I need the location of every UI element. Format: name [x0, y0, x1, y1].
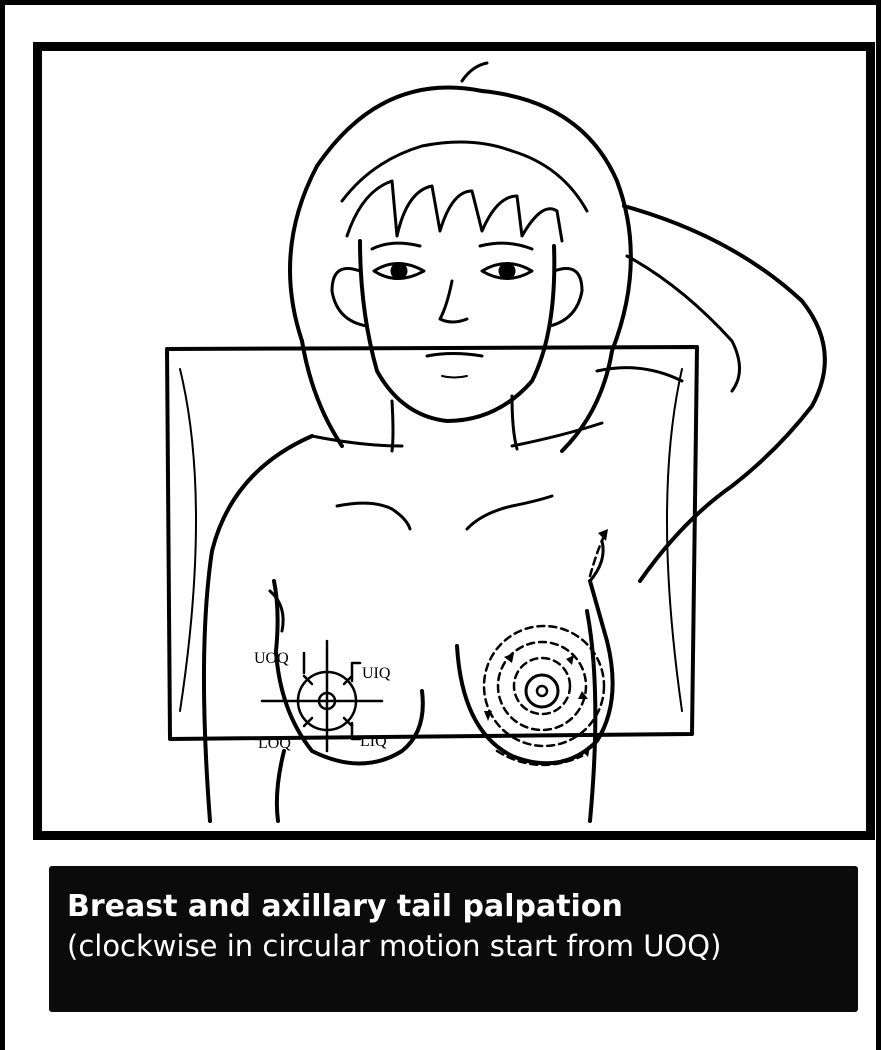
pillow — [167, 347, 697, 739]
label-uiq: UIQ — [362, 665, 391, 682]
caption-box: Breast and axillary tail palpation (cloc… — [49, 866, 858, 1012]
nipple-outer — [526, 675, 558, 707]
palpation-illustration: UOQ UIQ LOQ LIQ — [42, 51, 866, 831]
illustration-panel: UOQ UIQ LOQ LIQ — [33, 42, 875, 840]
caption-subtitle: (clockwise in circular motion start from… — [67, 926, 840, 966]
circular-arrows — [484, 536, 604, 765]
nipple-inner — [537, 686, 547, 696]
torso-outline — [204, 436, 312, 821]
raised-arm — [624, 206, 825, 581]
caption-title: Breast and axillary tail palpation — [67, 888, 840, 926]
label-loq: LOQ — [258, 735, 291, 752]
label-liq: LIQ — [360, 733, 387, 750]
label-uoq: UOQ — [254, 650, 289, 667]
